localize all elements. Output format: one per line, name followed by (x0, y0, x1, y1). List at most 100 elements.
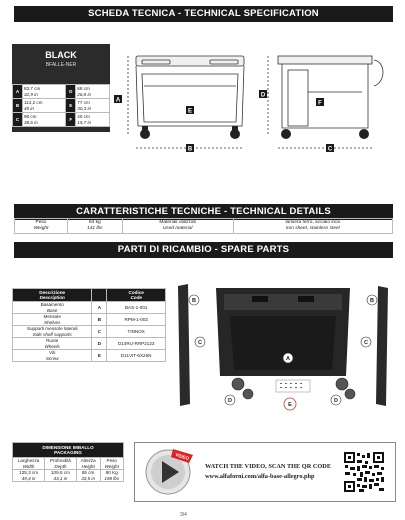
diagram-label-c-right: C (364, 340, 368, 346)
materials-en: iron sheet, stainless steel (285, 226, 340, 231)
materials-it: lamiera ferro, acciaio inox (285, 220, 341, 225)
pack-val-metric: 90 Kg (105, 470, 118, 475)
dim-letter-a: A (12, 84, 23, 99)
dim-metric: 68 cm (77, 86, 90, 91)
part-letter: C (91, 325, 108, 338)
color-code: BFALLE-NER (45, 62, 77, 68)
pack-val-metric: 85 cm (81, 470, 95, 475)
video-instruction: WATCH THE VIDEO, SCAN THE QR CODE (205, 463, 332, 470)
diagram-label-d-left: D (228, 398, 232, 404)
label-c: C (328, 147, 333, 153)
col-letter (91, 288, 108, 302)
diagram-label-c-left: C (198, 340, 202, 346)
part-code: TINNOX (106, 325, 166, 338)
weight-label-en: Weight (33, 226, 49, 231)
packaging-title-it: DIMENSIONE IMBALLO (42, 444, 94, 450)
diagram-label-b-right: B (370, 298, 374, 304)
dim-letter-f: F (65, 112, 77, 127)
video-url-link[interactable]: www.alfaforni.com/alfa-base-allegro.php (205, 473, 315, 480)
front-view-drawing: A B E (114, 55, 245, 153)
pack-val-metric: 125,3 cm (19, 470, 39, 475)
col-description-it: Descrizione (39, 289, 66, 295)
label-a: A (116, 98, 121, 104)
part-letter: D (91, 337, 108, 350)
part-desc-it: Supporti mensole laterali (26, 326, 78, 331)
part-code: BAS-1-001 (106, 301, 166, 314)
dim-imperial: 26,8 in (77, 91, 92, 97)
pack-col-en: Depth (54, 463, 67, 469)
label-f: F (318, 101, 322, 107)
pack-val-imperial: 49,4 in (21, 475, 36, 481)
side-view-drawing: D F C (259, 55, 384, 153)
dim-imperial: 32,9 in (24, 91, 38, 97)
part-code: D11VIT-6X25N (106, 349, 166, 362)
dim-metric: 98 cm (24, 114, 37, 119)
color-name: BLACK (45, 50, 77, 60)
diagram-label-e: E (288, 402, 292, 408)
part-desc-en: Side shelf supports (32, 331, 72, 337)
pack-val-imperial: 198 lbs (104, 475, 120, 481)
play-icon[interactable]: VIDEO (143, 447, 195, 497)
dim-letter-d: D (65, 84, 77, 99)
dim-imperial: 38,6 in (24, 119, 38, 125)
video-box[interactable]: VIDEO WATCH THE VIDEO, SCAN THE QR CODE … (134, 442, 396, 502)
pack-col-en: Weight (104, 463, 119, 469)
dim-imperial: 30,3 in (77, 105, 92, 111)
diagram-label-b-left: B (192, 298, 196, 304)
diagram-label-a: A (286, 356, 290, 362)
part-code: D14RU-RRP2123 (106, 337, 166, 350)
part-desc-en: Shelves (44, 319, 61, 325)
dim-metric: 40 cm (77, 114, 90, 119)
exploded-view-illustration: B B C C A D D E (178, 284, 388, 411)
part-letter: E (91, 349, 108, 362)
dim-letter-e: E (65, 98, 77, 113)
video-badge: VIDEO (175, 452, 191, 461)
part-letter: B (91, 313, 108, 326)
part-desc-en: Base (46, 307, 58, 313)
weight-kg: 64 kg (88, 220, 101, 225)
col-description-en: Description (39, 295, 65, 300)
packaging-title-en: PACKAGING (54, 450, 82, 455)
dim-metric: 77 cm (77, 100, 90, 105)
label-e: E (188, 109, 192, 115)
weight-label-it: Peso (35, 220, 47, 225)
tech-details-title: CARATTERISTICHE TECNICHE - TECHNICAL DET… (14, 204, 393, 220)
dim-letter-b: B (12, 98, 23, 113)
materials-label-it: Materiali utilizzati (159, 220, 196, 225)
part-desc-it: Viti (49, 350, 56, 355)
pack-val-metric: 109,5 cm (51, 470, 70, 475)
materials-label-en: Used material (162, 226, 193, 231)
part-desc-it: Basamento (40, 302, 64, 307)
part-letter: A (91, 301, 108, 314)
qr-code-icon[interactable] (343, 451, 385, 493)
label-b: B (188, 147, 193, 153)
dim-imperial: 45 in (24, 105, 34, 111)
